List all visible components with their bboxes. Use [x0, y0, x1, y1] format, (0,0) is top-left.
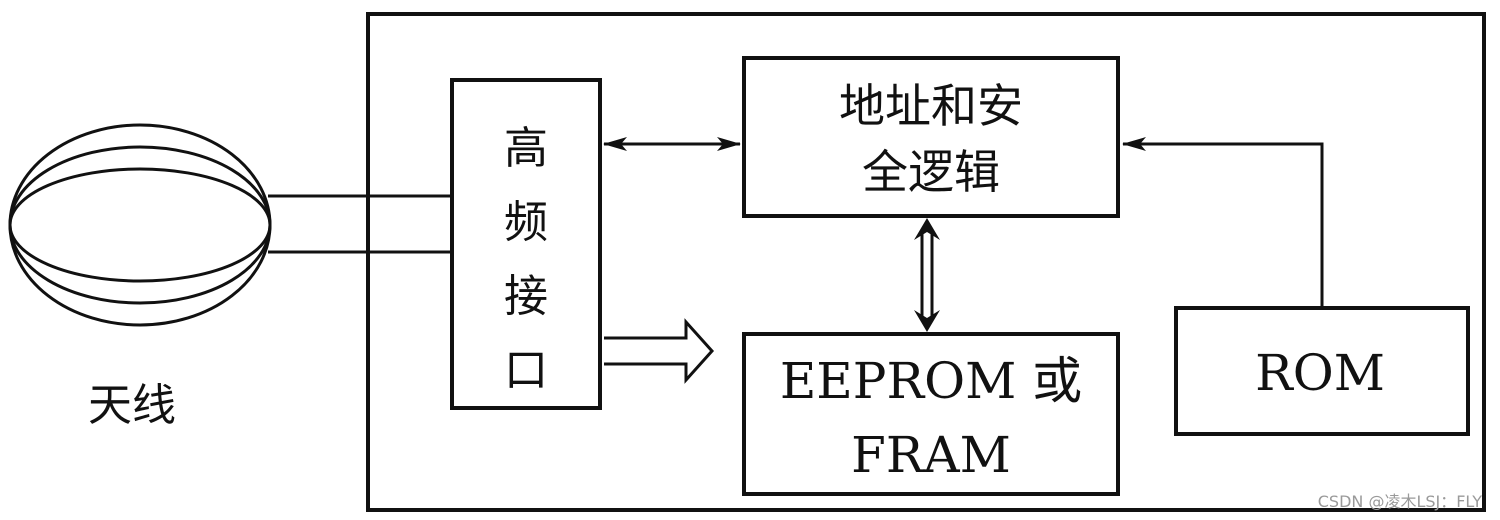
rf-interface-char-3: 接	[504, 271, 548, 322]
chip-frame	[366, 12, 1486, 512]
antenna-leads	[268, 194, 452, 254]
watermark-text: CSDN @凌木LSJ：FLY	[1318, 492, 1482, 511]
antenna-label: 天线	[88, 380, 176, 431]
memory-line-1: EEPROM 或	[780, 352, 1082, 410]
address-logic-line-1: 地址和安	[839, 79, 1023, 133]
address-security-logic-block	[742, 56, 1120, 218]
antenna-coil-icon	[8, 123, 272, 327]
rf-interface-char-4: 口	[504, 345, 548, 396]
rom-to-logic-arrow	[1122, 137, 1324, 308]
rf-to-memory-hollow-arrow	[604, 318, 715, 384]
address-logic-line-2: 全逻辑	[862, 145, 1000, 199]
memory-block	[742, 332, 1120, 496]
rom-label: ROM	[1255, 344, 1385, 402]
memory-line-2: FRAM	[851, 426, 1011, 484]
rf-interface-char-2: 频	[504, 197, 548, 248]
rf-interface-block	[450, 78, 602, 410]
rf-interface-char-1: 高	[504, 123, 548, 174]
logic-memory-bidirectional-arrow	[914, 218, 940, 332]
